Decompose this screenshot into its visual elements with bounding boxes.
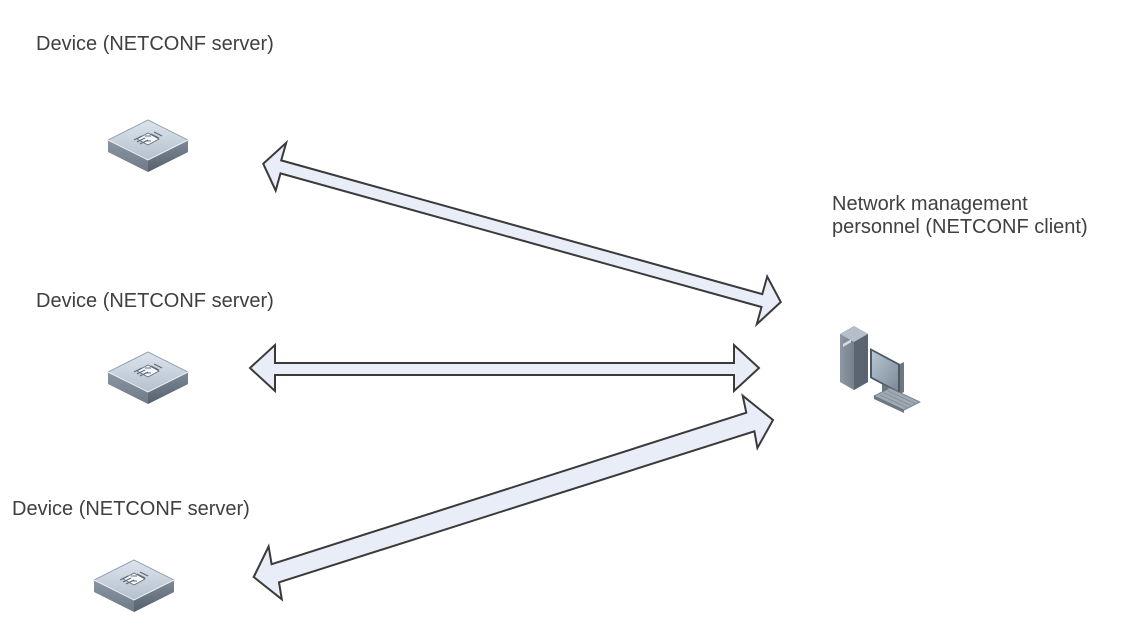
arrow-server-2-to-client xyxy=(248,342,761,394)
client-label-line1: Network management xyxy=(832,193,1028,215)
client-label-line2: personnel (NETCONF client) xyxy=(832,216,1088,238)
computer-icon xyxy=(839,325,921,414)
client-label: Network management personnel (NETCONF cl… xyxy=(832,193,1088,239)
server-label: Device (NETCONF server) xyxy=(12,498,250,520)
switch-icon xyxy=(107,351,189,405)
server-label: Device (NETCONF server) xyxy=(36,33,274,55)
connection-arrows xyxy=(248,139,783,602)
arrow-server-1-to-client xyxy=(261,139,783,328)
arrow-server-3-to-client xyxy=(252,393,775,602)
server-label: Device (NETCONF server) xyxy=(36,290,274,312)
switch-icon xyxy=(107,119,189,173)
switch-icon xyxy=(93,559,175,613)
